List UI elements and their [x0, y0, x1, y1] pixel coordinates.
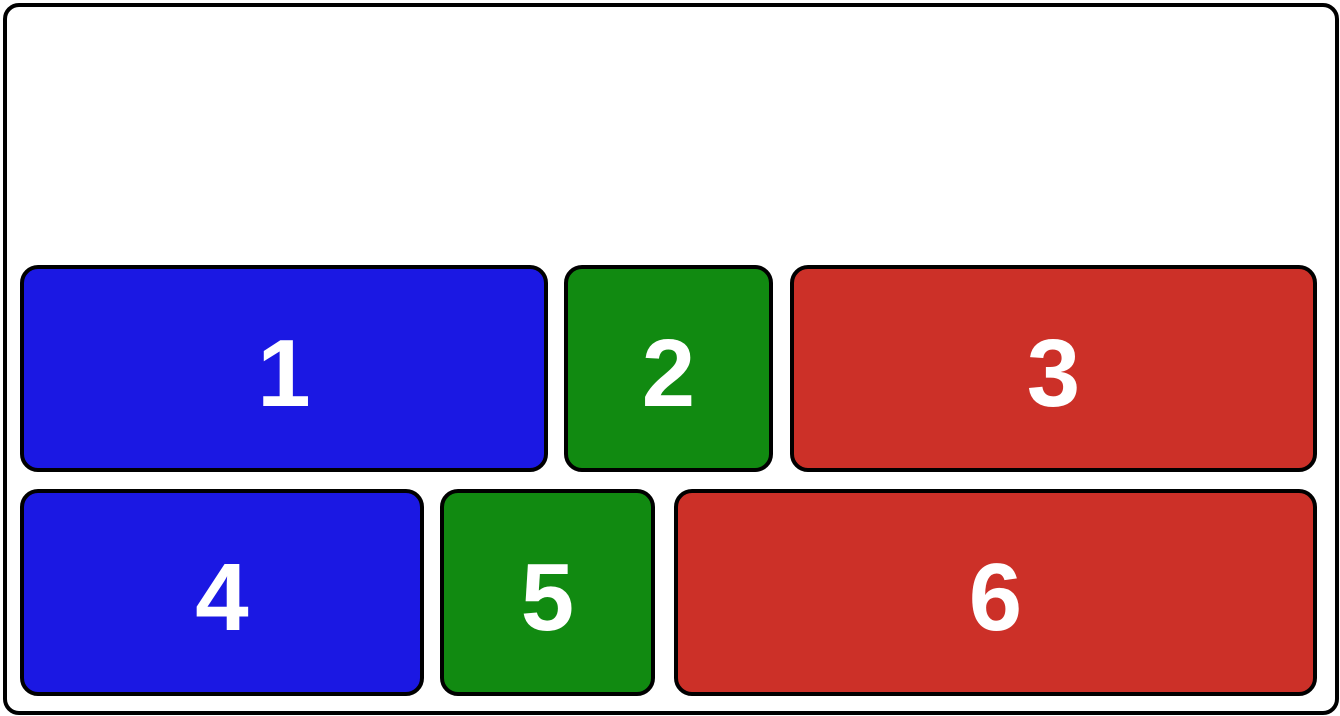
- box-6-label: 6: [968, 543, 1023, 651]
- box-4-label: 4: [195, 543, 249, 651]
- box-2: 2: [564, 265, 773, 472]
- box-5-label: 5: [520, 543, 575, 651]
- box-1: 1: [20, 265, 548, 472]
- box-1-label: 1: [257, 319, 311, 427]
- box-2-label: 2: [641, 319, 696, 427]
- box-6: 6: [674, 489, 1317, 696]
- box-3: 3: [790, 265, 1317, 472]
- box-5: 5: [440, 489, 655, 696]
- box-3-label: 3: [1026, 319, 1081, 427]
- box-4: 4: [20, 489, 424, 696]
